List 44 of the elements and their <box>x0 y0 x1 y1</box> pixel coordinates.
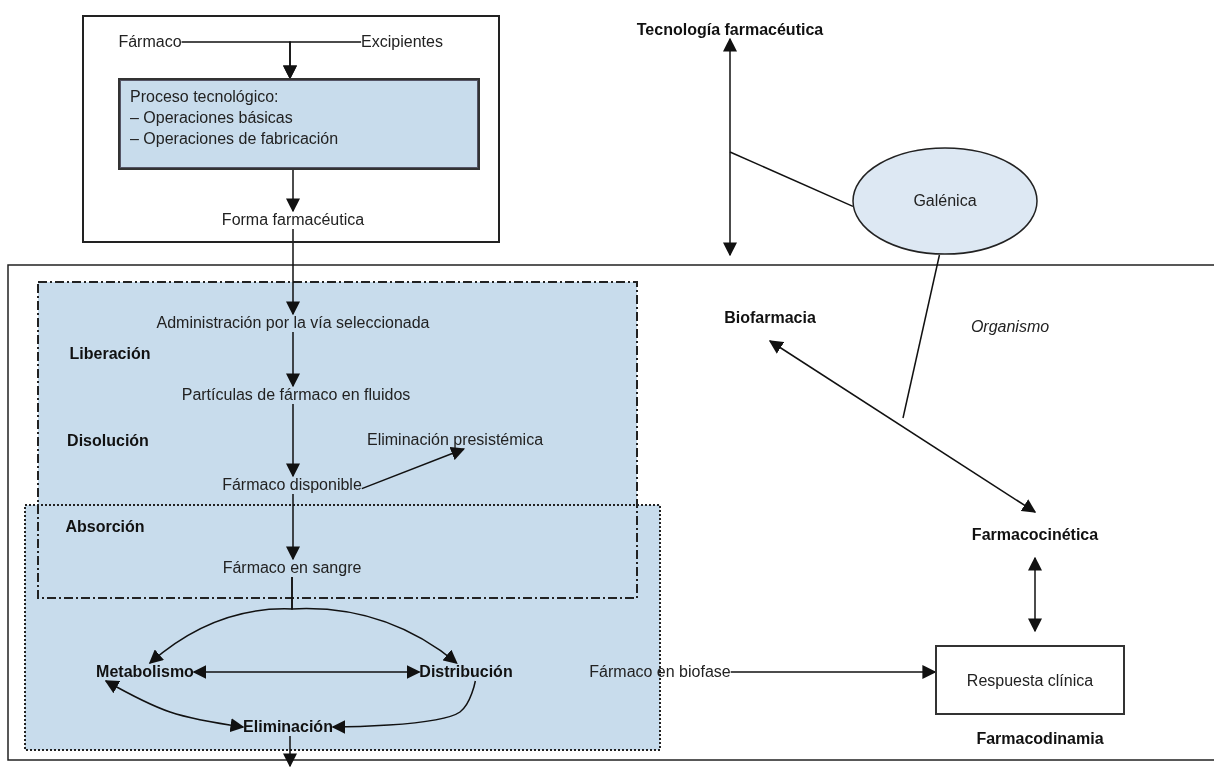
arrow <box>768 340 1037 513</box>
arrow <box>283 41 362 80</box>
discipline-label: Distribución <box>419 663 513 681</box>
result-box <box>935 645 1125 715</box>
arrow <box>104 680 245 733</box>
box-text: Respuesta clínica <box>966 670 1094 691</box>
caption-label: Farmacodinamia <box>976 730 1104 748</box>
discipline-label: Biofarmacia <box>724 309 816 327</box>
arrow <box>1028 556 1042 633</box>
discipline-label: Tecnología farmacéutica <box>636 21 824 39</box>
arrow <box>361 447 466 490</box>
step-label: Eliminación presistémica <box>366 431 544 449</box>
step-label: Excipientes <box>361 33 443 51</box>
phase-label: Absorción <box>65 518 145 536</box>
step-label: Fármaco disponible <box>222 476 362 494</box>
process-box <box>118 78 480 170</box>
step-label: Fármaco en sangre <box>222 559 362 577</box>
arrow <box>283 735 297 767</box>
arrow <box>286 493 300 561</box>
arrow <box>286 331 300 388</box>
arrow <box>286 403 300 478</box>
arrow <box>723 37 737 257</box>
box-text: – Operaciones de fabricación <box>130 129 340 149</box>
arrow <box>729 665 937 679</box>
step-label: Fármaco <box>118 33 182 51</box>
arrow <box>331 680 477 734</box>
arrow <box>192 665 421 679</box>
step-label: Partículas de fármaco en fluidos <box>181 386 411 404</box>
arrow <box>291 576 458 664</box>
step-label: Administración por la vía seleccionada <box>156 314 430 332</box>
phase-label: Liberación <box>69 345 151 363</box>
discipline-label: Eliminación <box>243 718 333 736</box>
arrow <box>286 169 300 213</box>
frame-box <box>82 15 500 243</box>
region-label: Organismo <box>970 318 1050 336</box>
step-label: Forma farmacéutica <box>221 211 365 229</box>
arrow <box>286 228 300 316</box>
box-text: – Operaciones básicas <box>130 108 294 128</box>
phase-label: Disolución <box>67 432 149 450</box>
ellipse-text: Galénica <box>913 192 977 210</box>
step-label: Fármaco en biofase <box>589 663 731 681</box>
discipline-label: Metabolismo <box>96 663 194 681</box>
discipline-label: Farmacocinética <box>971 526 1099 544</box>
box-text: Proceso tecnológico: <box>130 87 280 107</box>
